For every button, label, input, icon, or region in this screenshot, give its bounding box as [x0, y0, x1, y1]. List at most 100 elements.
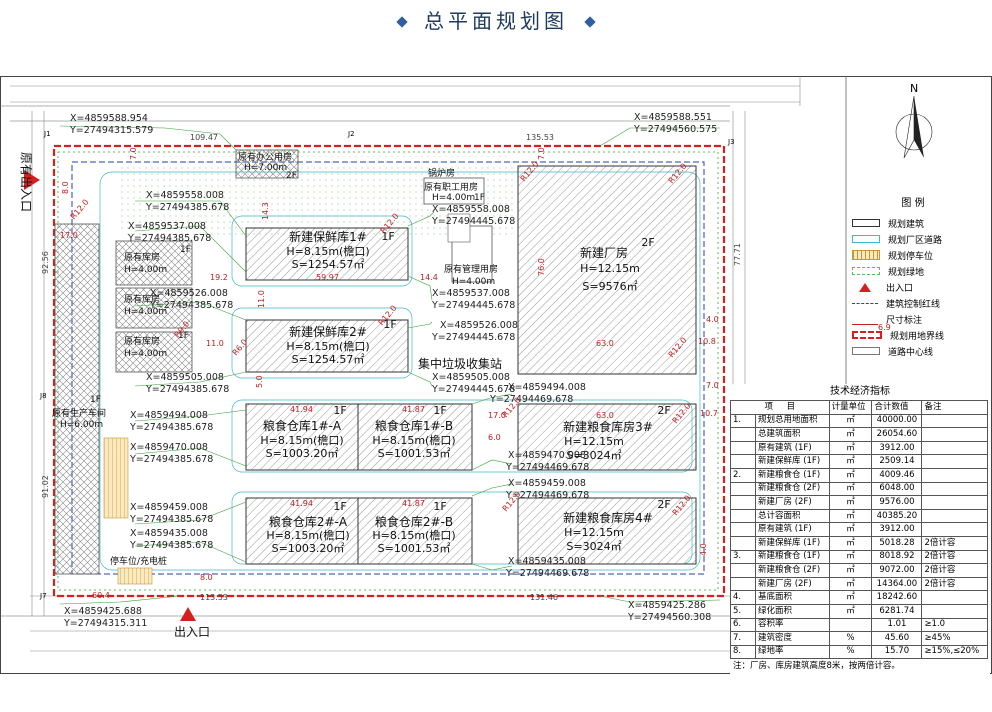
tech-header-row: 项 目 计量单位 合计数值 备注: [730, 400, 988, 415]
dim-110b: 11.0: [257, 290, 266, 308]
coord-r3-y: Y=27494445.678: [431, 332, 515, 343]
legend-label: 出入口: [886, 283, 914, 294]
legend-label: 尺寸标注: [886, 315, 923, 326]
bxk2-s: S=1254.57㎡: [292, 353, 365, 366]
bxk2-floors: 1F: [383, 318, 396, 331]
building-labels: 新建保鲜库1# 1F H=8.15m(檐口) S=1254.57㎡ 新建保鲜库2…: [260, 229, 670, 555]
coord-r3-x: X=4859526.008: [440, 320, 518, 331]
coord-c8-y: Y=27494385.678: [129, 540, 213, 551]
dim-4187b: 41.87: [402, 499, 425, 508]
north-arrow-icon: [895, 95, 933, 159]
dim-80b: 8.0: [200, 573, 213, 582]
coord-r2-x: X=4859537.008: [432, 288, 510, 299]
cf-name: 新建厂房: [580, 245, 628, 260]
bgf-h: H=7.00m: [244, 163, 287, 173]
legend: 图 例 规划建筑 规划厂区道路 规划停车位 规划绿地 出入口 建筑控制红线 尺寸…: [848, 190, 978, 360]
bgf-floors: 2F: [286, 171, 297, 181]
west-entrance-arrow: [24, 170, 40, 190]
internal-road: [99, 171, 701, 571]
ykf3-h: H=4.00m: [124, 349, 167, 359]
page-title: 总平面规划图: [424, 9, 568, 33]
gly-name: 原有管理用房: [444, 263, 498, 275]
grid-j1: J1: [43, 130, 51, 138]
coord-r1-x: X=4859558.008: [432, 204, 510, 215]
internal-road: [231, 215, 413, 287]
boiler-room: [447, 213, 471, 243]
legend-item: 尺寸标注: [848, 311, 978, 327]
coord-c7-y: Y=27494385.678: [129, 514, 213, 525]
dim-604: 60.4: [92, 591, 110, 600]
coord-sw-x: X=4859425.688: [64, 606, 142, 617]
dim-80a: 8.0: [61, 181, 70, 194]
lsa1-s: S=1003.20㎡: [266, 447, 339, 460]
lsb2-h: H=8.15m(檐口): [372, 528, 455, 542]
grid-j3: J3: [727, 138, 735, 146]
lsb2-s: S=1001.53㎡: [378, 542, 451, 555]
bxk2-h: H=8.15m(檐口): [286, 339, 369, 353]
ykf3-name: 原有库房: [124, 335, 160, 347]
lsb2-name: 粮食仓库2#-B: [375, 514, 453, 529]
scj-name: 原有生产车间: [52, 407, 106, 419]
coord-c3-y: Y=27494385.678: [149, 300, 233, 311]
coord-g3-y: Y=27494469.678: [505, 490, 589, 501]
bxk1-floors: 1F: [381, 230, 394, 243]
lsa2-name: 粮食仓库2#-A: [269, 514, 348, 529]
cf-h: H=12.15m: [580, 262, 640, 275]
coord-r4-x: X=4859505.008: [432, 372, 510, 383]
tech-note: 注：厂房、库房建筑高度8米，按两倍计容。: [733, 661, 900, 672]
lsa2-floors: 1F: [333, 500, 346, 513]
col-header: 备注: [921, 400, 988, 415]
lk4-floors: 2F: [657, 498, 670, 511]
legend-item: 规划厂区道路: [848, 231, 978, 247]
legend-label: 建筑控制红线: [886, 299, 941, 310]
coord-nw-x: X=4859588.954: [70, 113, 148, 124]
coord-c5-y: Y=27494385.678: [129, 422, 213, 433]
page-header: 总平面规划图: [0, 0, 992, 46]
grid-j8: J8: [39, 392, 47, 400]
building-lsa2: [245, 497, 359, 565]
dim-109: 109.47: [190, 133, 218, 142]
col-header: 项: [764, 401, 774, 412]
scj-floors: 1F: [90, 395, 101, 405]
coord-nw-y: Y=27494315.579: [69, 125, 153, 136]
ykf1-h: H=4.00m: [124, 265, 167, 275]
internal-road: [231, 307, 413, 379]
legend-label: 规划厂区道路: [888, 235, 943, 246]
site-plan: N J1 J2 J3 J8 J7 X=4859588.954 Y=2749431…: [0, 76, 992, 674]
dim-108: 10.8: [698, 337, 716, 346]
ykf1-name: 原有库房: [124, 251, 160, 263]
coord-c4-x: X=4859505.008: [146, 372, 224, 383]
col-header: 计量单位: [828, 400, 873, 415]
bxk1-s: S=1254.57㎡: [292, 258, 365, 271]
lsb1-floors: 1F: [433, 404, 446, 417]
dim-630b: 63.0: [596, 411, 614, 420]
building-lsb1: [357, 403, 473, 471]
parking-swatch-icon: [852, 250, 880, 260]
coord-sw-y: Y=27494315.311: [63, 618, 147, 629]
dim-144: 14.4: [420, 273, 438, 282]
dim-70: 7.0: [706, 381, 719, 390]
building-lk3: [517, 403, 697, 471]
dim-170c: 7.0: [129, 147, 138, 160]
coord-c4-y: Y=27494385.678: [145, 384, 229, 395]
dim-70b: 7.0: [537, 147, 546, 160]
coord-ne-y: Y=27494560.575: [633, 124, 717, 135]
building-swatch-icon: [852, 219, 880, 227]
lsa2-s: S=1003.20㎡: [272, 542, 345, 555]
lk3-s: S=3024㎡: [566, 449, 621, 462]
garbage-station-label: 集中垃圾收集站: [418, 356, 502, 371]
existing-labels: 原有库房 1F H=4.00m 原有库房 H=4.00m 原有库房 1F H=4…: [52, 151, 498, 567]
site-boundary: [52, 144, 726, 598]
legend-item: 规划用地界线: [848, 327, 978, 343]
tcw-name: 停车位/充电桩: [110, 555, 167, 567]
grid-j2: J2: [347, 130, 355, 138]
lsa1-h: H=8.15m(檐口): [260, 433, 343, 447]
